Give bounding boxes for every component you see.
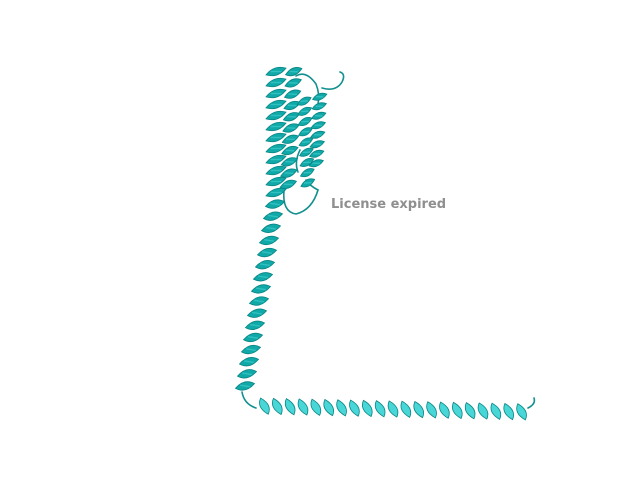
helix-bundle-second (279, 67, 303, 189)
license-watermark: License expired (331, 197, 447, 212)
helix-long-horizontal (259, 397, 527, 421)
helix-bundle-front (265, 66, 287, 198)
loop-inner (295, 149, 301, 173)
helix-long-descending (234, 199, 286, 391)
helix-bundle-third (296, 96, 316, 188)
loop-lower-left (282, 189, 319, 215)
c-terminal-tail (527, 397, 536, 409)
loop-top-tail (321, 71, 345, 90)
loop-long-turn (241, 391, 257, 409)
helix-bundle-back (308, 92, 328, 168)
